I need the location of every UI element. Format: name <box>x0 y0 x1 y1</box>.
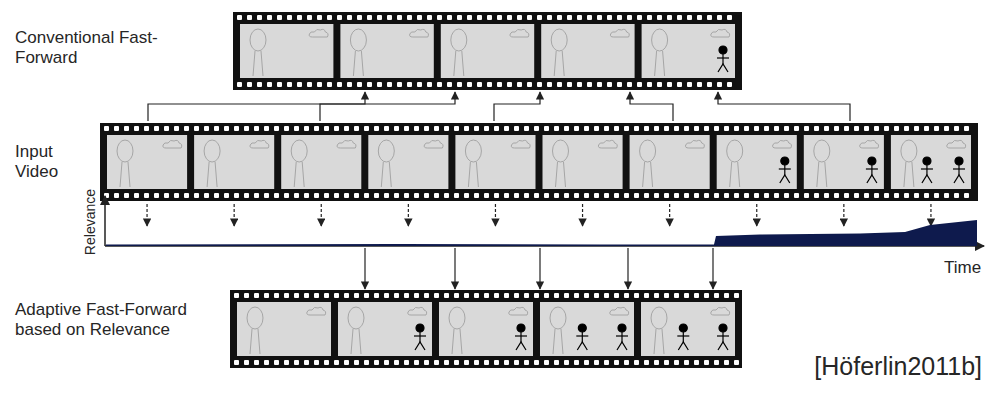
citation: [Höferlin2011b] <box>814 352 982 381</box>
cloud-outline <box>309 29 328 37</box>
film-frame <box>891 135 971 189</box>
label-text: [Höferlin2011b] <box>814 352 982 380</box>
row-label: Adaptive Fast-Forward based on Relevance <box>15 300 210 339</box>
tree-outline <box>814 140 830 187</box>
cloud-outline <box>686 140 705 148</box>
adaptive-film-strip <box>230 290 742 368</box>
cloud-outline <box>163 140 182 148</box>
film-frame <box>281 135 361 189</box>
cloud-outline <box>424 140 443 148</box>
cloud-outline <box>610 307 629 315</box>
tree-outline <box>640 140 656 187</box>
film-frame <box>630 135 710 189</box>
film-frame <box>717 135 797 189</box>
cloud-outline <box>509 307 528 315</box>
person-figure <box>717 46 729 72</box>
film-frame <box>439 302 533 356</box>
cloud-outline <box>711 29 730 37</box>
cloud-outline <box>598 140 617 148</box>
person-figure <box>921 157 933 183</box>
person-figure <box>953 157 965 183</box>
cloud-outline <box>510 29 529 37</box>
cloud-outline <box>337 140 356 148</box>
person-figure <box>717 324 729 350</box>
tree-outline <box>550 307 566 354</box>
relevance-area <box>106 220 977 246</box>
tree-outline <box>348 307 364 354</box>
conventional-film-strip <box>233 12 742 90</box>
film-frame <box>240 24 333 78</box>
cloud-outline <box>947 140 966 148</box>
cloud-outline <box>860 140 879 148</box>
tree-outline <box>553 140 569 187</box>
film-frame <box>368 135 448 189</box>
cloud-outline <box>307 307 326 315</box>
film-frame <box>804 135 884 189</box>
person-figure <box>414 324 426 350</box>
label-text: Relevance <box>82 189 98 255</box>
tree-outline <box>727 140 743 187</box>
film-frame <box>541 24 634 78</box>
row-label: Conventional Fast-Forward <box>15 28 165 67</box>
label-text: Adaptive Fast-Forward based on Relevance <box>15 300 187 339</box>
film-frame <box>543 135 623 189</box>
cloud-outline <box>511 140 530 148</box>
tree-outline <box>901 140 917 187</box>
input-film-strip <box>100 123 978 201</box>
film-frame <box>642 24 735 78</box>
film-frame <box>194 135 274 189</box>
cloud-outline <box>250 140 269 148</box>
person-figure <box>779 157 791 183</box>
label-text: Input Video <box>15 142 58 181</box>
arrows <box>105 92 984 289</box>
cloud-outline <box>408 307 427 315</box>
film-frame <box>237 302 331 356</box>
film-frame <box>641 302 735 356</box>
person-figure <box>515 324 527 350</box>
axis-label: Time <box>944 258 981 278</box>
person-figure <box>616 324 628 350</box>
person-figure <box>866 157 878 183</box>
tree-outline <box>117 140 133 187</box>
tree-outline <box>449 307 465 354</box>
cloud-outline <box>773 140 792 148</box>
cloud-outline <box>610 29 629 37</box>
film-frame <box>455 135 535 189</box>
film-frame <box>338 302 432 356</box>
cloud-outline <box>711 307 730 315</box>
film-frame <box>340 24 433 78</box>
row-label: Input Video <box>15 142 85 181</box>
tree-outline <box>465 140 481 187</box>
tree-outline <box>350 29 366 76</box>
label-text: Time <box>944 258 981 277</box>
tree-outline <box>551 29 567 76</box>
axis-label: Relevance <box>82 189 98 255</box>
tree-outline <box>652 29 668 76</box>
tree-outline <box>451 29 467 76</box>
film-frame <box>540 302 634 356</box>
tree-outline <box>291 140 307 187</box>
person-figure <box>677 324 689 350</box>
film-frame <box>107 135 187 189</box>
film-frame <box>441 24 534 78</box>
cloud-outline <box>410 29 429 37</box>
tree-outline <box>651 307 667 354</box>
tree-outline <box>378 140 394 187</box>
label-text: Conventional Fast-Forward <box>15 28 158 67</box>
tree-outline <box>247 307 263 354</box>
tree-outline <box>250 29 266 76</box>
person-figure <box>576 324 588 350</box>
tree-outline <box>204 140 220 187</box>
